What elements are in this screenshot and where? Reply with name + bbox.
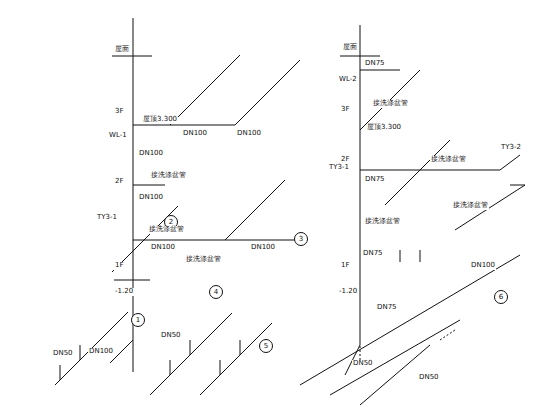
pipe-label: DN100 <box>236 130 262 138</box>
pipe-label: DN50 <box>160 332 182 340</box>
pipe-label: DN75 <box>364 60 386 68</box>
callout-circle: 4 <box>209 285 223 299</box>
pipe-label: DN75 <box>362 250 384 258</box>
pipe-label: 屋顶3.300 <box>366 124 402 132</box>
pipe-label: 接洗涤盆管 <box>452 202 489 210</box>
pipe-label: 2F <box>340 156 350 164</box>
callout-number: 3 <box>299 236 303 243</box>
pipe-label: DN100 <box>138 194 164 202</box>
pipe-label: DN50 <box>352 360 374 368</box>
callout-number: 4 <box>214 289 218 296</box>
pipe-label: DN100 <box>250 244 276 252</box>
pipe-label: 屋顶3.300 <box>142 116 178 124</box>
pipe-label: WL-2 <box>338 76 358 84</box>
callout-circle: 1 <box>131 313 145 327</box>
pipe-label: 接洗涤盆管 <box>185 256 222 264</box>
pipe-label: DN75 <box>376 304 398 312</box>
pipe-label: -1.20 <box>338 288 358 296</box>
pipe-label: 1F <box>114 262 124 270</box>
pipe-label: 2F <box>114 178 124 186</box>
pipe-label: TY3-1 <box>96 214 118 222</box>
pipe-label: 屋面 <box>114 46 130 54</box>
pipe-label: 3F <box>114 108 124 116</box>
pipe-label: DN100 <box>182 130 208 138</box>
pipe-label: -1.20 <box>114 288 134 296</box>
callout-number: 6 <box>499 294 503 301</box>
pipe-label: 屋面 <box>342 44 358 52</box>
pipe-label: TY3-2 <box>500 144 522 152</box>
pipe-label: 1F <box>340 262 350 270</box>
pipe-label: DN100 <box>150 244 176 252</box>
pipe-label: DN75 <box>364 176 386 184</box>
pipe-label: 接洗涤盆管 <box>372 100 409 108</box>
pipe-label: TY3-1 <box>328 164 350 172</box>
pipe-label: DN50 <box>418 374 440 382</box>
callout-circle: 5 <box>259 339 273 353</box>
pipe-label: 3F <box>340 106 350 114</box>
pipe-label: DN100 <box>138 150 164 158</box>
pipe-label: DN100 <box>470 262 496 270</box>
callout-number: 2 <box>169 219 173 226</box>
pipe-label: 接洗涤盆管 <box>364 218 401 226</box>
callout-circle: 6 <box>494 290 508 304</box>
pipe-label: WL-1 <box>108 132 128 140</box>
pipe-label: 接洗涤盆管 <box>148 226 185 234</box>
pipe-label: 接洗涤盆管 <box>430 156 467 164</box>
callout-number: 1 <box>136 317 140 324</box>
pipe-label: 接洗涤盆管 <box>150 172 187 180</box>
pipe-label: DN50 <box>52 350 74 358</box>
pipe-label: DN100 <box>88 348 114 356</box>
callout-number: 5 <box>264 343 268 350</box>
callout-circle: 3 <box>294 232 308 246</box>
